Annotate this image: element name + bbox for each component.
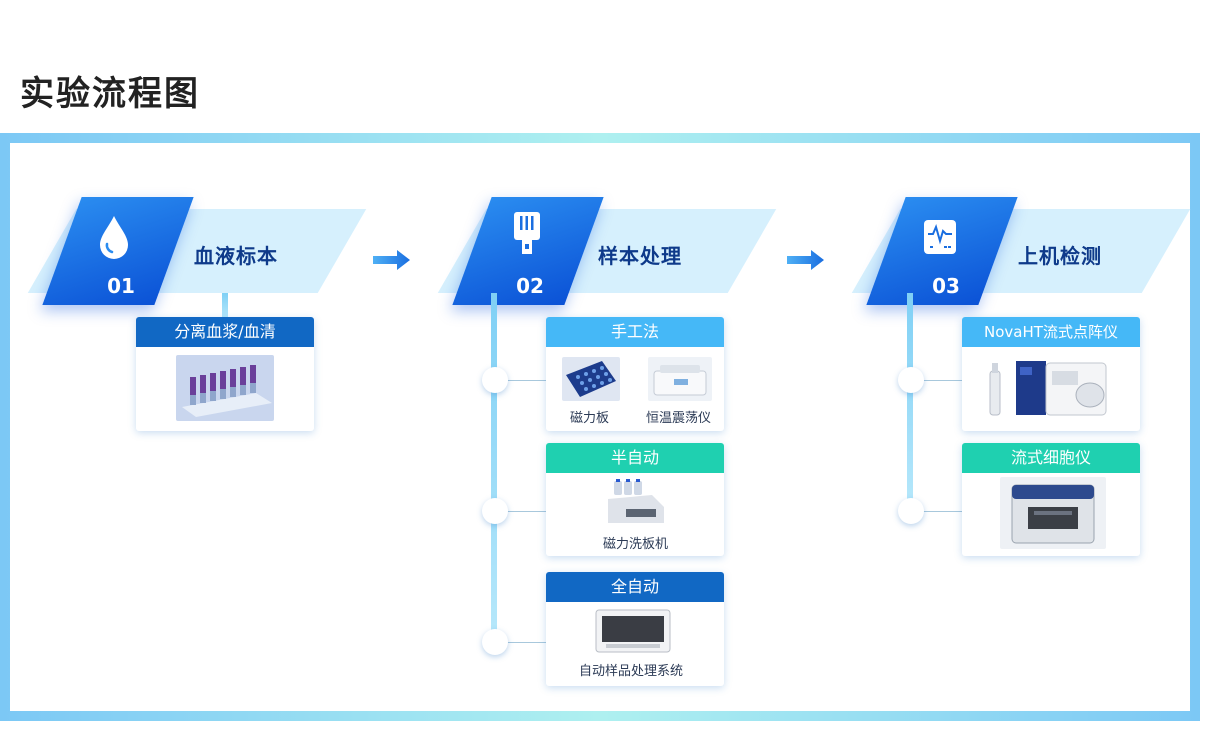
step-02-title: 样本处理 [598,244,682,268]
page-title: 实验流程图 [20,74,200,114]
full-auto-card-header: 全自动 [546,572,724,602]
connector-line [507,642,547,643]
sample-processor-caption: 自动样品处理系统 [579,664,684,679]
flow-cytometer-card-header: 流式细胞仪 [962,443,1140,473]
flow-cytometer-card: 流式细胞仪 [962,443,1140,556]
step-01-title: 血液标本 [194,244,278,268]
test-strip-icon [514,212,540,254]
manual-card: 手工法 磁力板 恒温震荡仪 [546,317,724,431]
nova-card-header: NovaHT流式点阵仪 [962,317,1140,347]
magnetic-plate-image [562,357,620,401]
monitor-icon [924,220,956,254]
timeline-node [898,498,924,524]
semi-auto-card-header: 半自动 [546,443,724,473]
connector-line [507,380,547,381]
timeline-node [898,367,924,393]
step-02-connector [491,293,497,643]
plate-washer-image [604,479,668,529]
magnetic-plate-caption: 磁力板 [570,411,610,426]
step-01-connector [222,293,228,319]
blood-drop-icon [100,216,128,259]
shaker-image [648,357,712,401]
step-01-number: 01 [107,274,135,298]
plasma-card: 分离血浆/血清 [136,317,314,431]
arrow-right-icon-2 [787,250,824,270]
nova-analyzer-image [986,353,1116,423]
full-auto-card: 全自动 自动样品处理系统 [546,572,724,686]
plasma-card-header: 分离血浆/血清 [136,317,314,347]
timeline-node [482,498,508,524]
step-02-number: 02 [516,274,544,298]
semi-auto-card: 半自动 磁力洗板机 [546,443,724,556]
arrow-right-icon-1 [373,250,410,270]
step-03-title: 上机检测 [1018,244,1102,268]
step-03-connector [907,293,913,513]
tube-rack-image [176,355,274,421]
step-03-number: 03 [932,274,960,298]
connector-line [923,380,963,381]
flow-cytometer-image [1000,477,1106,549]
connector-line [923,511,963,512]
sample-processor-image [590,606,680,658]
connector-line [507,511,547,512]
timeline-node [482,367,508,393]
timeline-node [482,629,508,655]
manual-card-header: 手工法 [546,317,724,347]
shaker-caption: 恒温震荡仪 [646,411,712,426]
plate-washer-caption: 磁力洗板机 [603,537,669,552]
nova-card: NovaHT流式点阵仪 [962,317,1140,431]
